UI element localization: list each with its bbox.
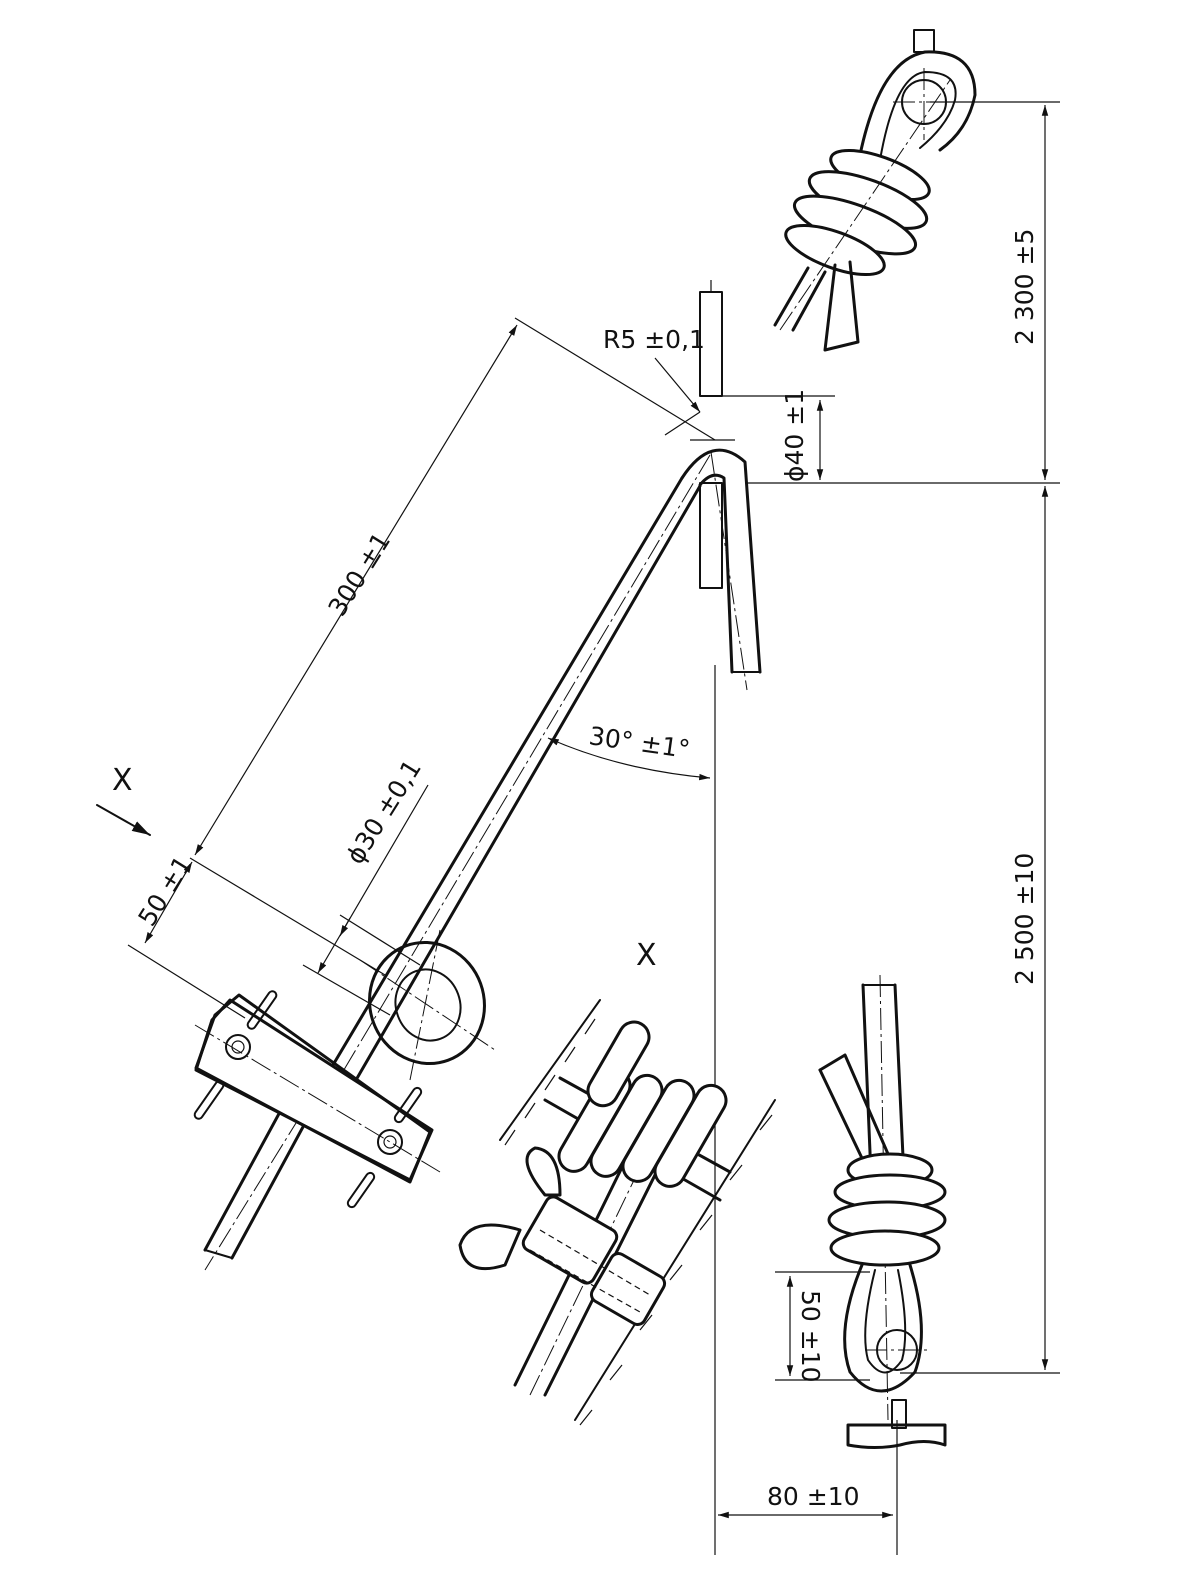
dim-2300: 2 300 ±5 xyxy=(930,101,1060,480)
top-knot xyxy=(773,29,977,352)
coil-eye xyxy=(359,929,496,1081)
dim-80-label: 80 ±10 xyxy=(767,1482,860,1511)
dim-radius-label: R5 ±0,1 xyxy=(603,325,705,354)
bottom-knot xyxy=(818,974,947,1449)
plate-section xyxy=(699,280,723,589)
dim-80: 80 ±10 xyxy=(718,1420,898,1555)
dim-loop-50-label: 50 ±10 xyxy=(796,1290,825,1383)
section-view-label: X xyxy=(636,938,657,973)
dim-2500-label: 2 500 ±10 xyxy=(1010,853,1039,985)
dim-radius: R5 ±0,1 xyxy=(603,325,705,436)
dim-50: 50 ±1 xyxy=(127,851,246,1019)
dim-loop-50: 50 ±10 xyxy=(775,1271,870,1383)
dim-2300-label: 2 300 ±5 xyxy=(1010,229,1039,345)
section-view-x: X xyxy=(458,938,776,1426)
view-arrow: X xyxy=(96,763,151,836)
dim-300: 300 ±1 xyxy=(189,317,716,976)
dim-2500: 2 500 ±10 xyxy=(900,486,1060,1374)
clamp-block xyxy=(193,990,441,1209)
dim-dia-30: ϕ30 ±0,1 xyxy=(302,755,429,1016)
dim-dia-30-label: ϕ30 ±0,1 xyxy=(340,755,427,870)
dim-300-label: 300 ±1 xyxy=(322,527,396,621)
dim-50-label: 50 ±1 xyxy=(132,851,197,931)
dim-dia-40: ϕ40 ±1 xyxy=(722,389,1060,484)
dim-dia-40-label: ϕ40 ±1 xyxy=(780,389,809,482)
view-arrow-label: X xyxy=(112,763,133,798)
dim-angle: 30° ±1° xyxy=(547,721,711,781)
